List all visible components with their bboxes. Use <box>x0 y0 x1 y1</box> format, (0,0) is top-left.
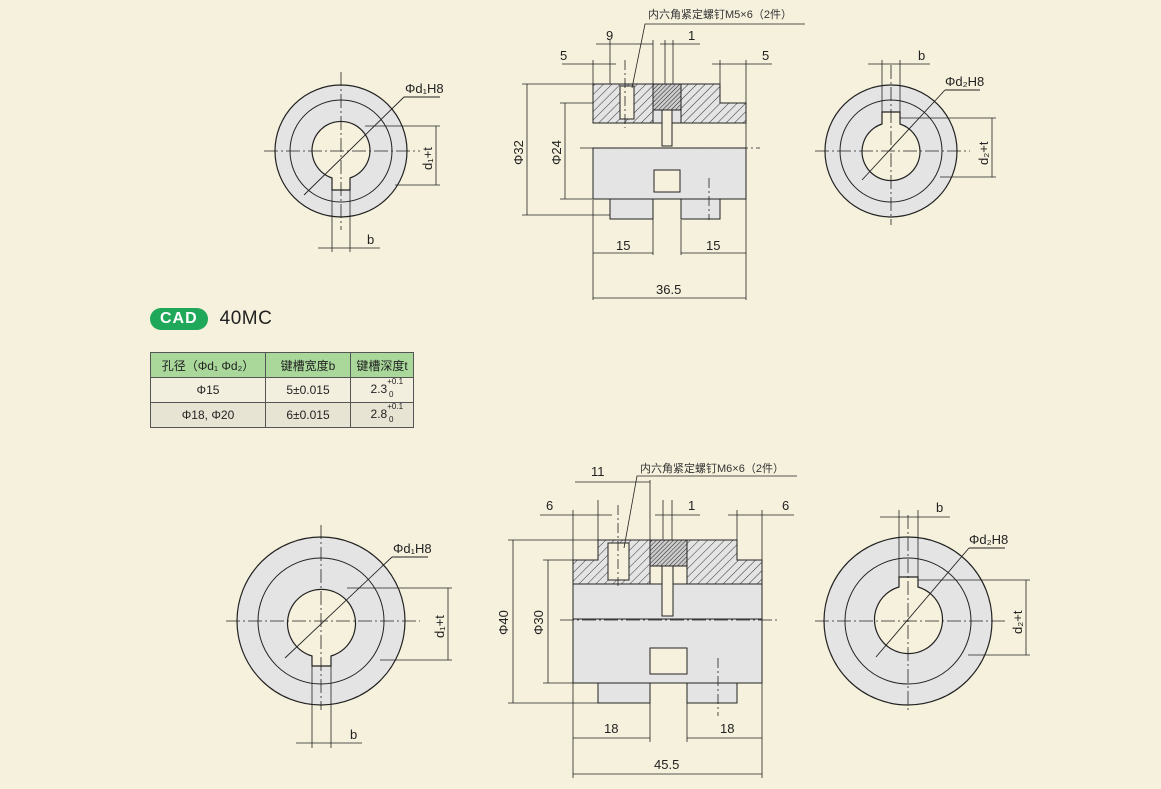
bottom-left-bore-label: Φd₁H8 <box>393 541 432 556</box>
bottom-dim-od: Φ40 <box>496 610 511 635</box>
bottom-dim-11: 11 <box>591 464 605 479</box>
cell-width: 5±0.015 <box>265 377 351 403</box>
model-number: 40MC <box>219 308 273 329</box>
tol-lower: 0 <box>389 414 394 424</box>
bottom-right-bore-label: Φd₂H8 <box>969 532 1008 547</box>
bottom-right-depth-label: d₂+t <box>1010 610 1025 634</box>
bottom-left-key-label: b <box>350 727 357 742</box>
top-left-depth-label: d₁+t <box>420 147 435 170</box>
top-dim-total: 36.5 <box>656 282 681 297</box>
depth-tolerance: +0.1 0 <box>387 377 403 399</box>
bottom-dim-id: Φ30 <box>531 610 546 635</box>
top-section-view <box>522 23 805 300</box>
bottom-left-end-view <box>226 525 452 748</box>
spec-table: 孔径（Φd₁ Φd₂） 键槽宽度b 键槽深度t Φ15 5±0.015 2.3+… <box>150 352 414 428</box>
cad-badge[interactable]: CAD <box>150 308 208 330</box>
top-dim-5a: 5 <box>560 48 567 63</box>
depth-value: 2.3 <box>370 382 388 397</box>
bottom-right-key-label: b <box>936 500 943 515</box>
top-dim-5b: 5 <box>762 48 769 63</box>
top-dim-od: Φ32 <box>511 140 526 165</box>
bottom-dim-6a: 6 <box>546 498 553 513</box>
top-left-bore-label: Φd₁H8 <box>405 81 444 96</box>
top-dim-1: 1 <box>688 28 695 43</box>
bottom-dim-total: 45.5 <box>654 757 679 772</box>
header-key-depth: 键槽深度t <box>350 352 414 378</box>
table-row: Φ15 5±0.015 2.3+0.1 0 <box>150 377 414 403</box>
bottom-dim-w1: 18 <box>604 721 618 736</box>
cad-heading: CAD 40MC <box>150 306 272 332</box>
top-dim-w1: 15 <box>616 238 630 253</box>
bottom-section-view <box>508 475 797 778</box>
bottom-dim-6b: 6 <box>782 498 789 513</box>
bottom-dim-w2: 18 <box>720 721 734 736</box>
cell-bore: Φ18, Φ20 <box>150 402 266 428</box>
header-key-width: 键槽宽度b <box>265 352 351 378</box>
top-left-key-label: b <box>367 232 374 247</box>
depth-tolerance: +0.1 0 <box>387 402 403 424</box>
tol-upper: +0.1 <box>387 377 404 387</box>
cell-depth: 2.8+0.1 0 <box>350 402 414 428</box>
top-right-depth-label: d₂+t <box>976 141 991 165</box>
top-screw-note: 内六角紧定螺钉M5×6（2件） <box>648 7 792 21</box>
cell-bore: Φ15 <box>150 377 266 403</box>
top-dim-9: 9 <box>606 28 613 43</box>
cell-width: 6±0.015 <box>265 402 351 428</box>
bottom-right-end-view <box>815 510 1030 712</box>
header-bore: 孔径（Φd₁ Φd₂） <box>150 352 266 378</box>
table-row: Φ18, Φ20 6±0.015 2.8+0.1 0 <box>150 402 414 428</box>
table-header-row: 孔径（Φd₁ Φd₂） 键槽宽度b 键槽深度t <box>150 352 414 378</box>
top-right-bore-label: Φd₂H8 <box>945 74 984 89</box>
bottom-dim-1: 1 <box>688 498 695 513</box>
tol-upper: +0.1 <box>387 402 404 412</box>
top-dim-w2: 15 <box>706 238 720 253</box>
top-right-key-label: b <box>918 48 925 63</box>
tol-lower: 0 <box>389 389 394 399</box>
bottom-screw-note: 内六角紧定螺钉M6×6（2件） <box>640 461 784 475</box>
top-left-end-view <box>264 72 440 252</box>
depth-value: 2.8 <box>370 407 388 422</box>
bottom-left-depth-label: d₁+t <box>432 615 447 638</box>
top-right-end-view <box>815 60 996 225</box>
top-dim-id: Φ24 <box>549 140 564 165</box>
cell-depth: 2.3+0.1 0 <box>350 377 414 403</box>
